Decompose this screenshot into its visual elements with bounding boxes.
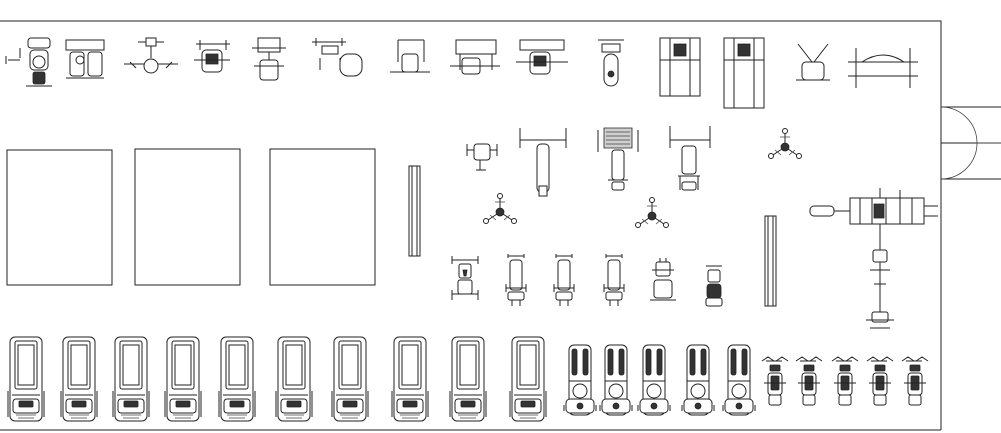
floor-mat-area (135, 149, 240, 285)
treadmill (449, 336, 487, 422)
kettlebell-tree (483, 193, 517, 224)
strength-machine-row (6, 38, 918, 108)
elliptical-trainer (599, 344, 633, 416)
power-rack (724, 38, 764, 108)
entrance-double-door (941, 107, 1001, 179)
treadmill (509, 336, 547, 422)
bike-row (761, 356, 929, 406)
shoulder-press-machine (312, 38, 362, 76)
cable-crossover-machine (450, 40, 500, 74)
dumbbell-rack (765, 216, 776, 306)
elliptical-trainer (722, 344, 756, 416)
elliptical-trainer (563, 344, 597, 416)
treadmill-row (7, 336, 547, 422)
elliptical-trainer (681, 344, 715, 416)
chest-press-machine (66, 40, 104, 78)
kettlebell-tree (768, 128, 802, 159)
multi-station-cable-machine (810, 188, 938, 328)
seated-row-machine (252, 38, 286, 80)
upright-bike (831, 356, 859, 406)
flat-bench (553, 253, 575, 307)
weight-bench (452, 256, 478, 300)
leg-extension-machine (516, 40, 568, 74)
kettlebell-tree (635, 197, 669, 228)
treadmill (60, 336, 98, 422)
elliptical-row (563, 344, 756, 416)
glute-machine (598, 40, 624, 86)
preacher-bench (520, 128, 566, 196)
pec-fly-machine (390, 40, 430, 72)
treadmill (164, 336, 202, 422)
upright-bike (866, 356, 894, 406)
treadmill (391, 336, 429, 422)
adjustable-bench (467, 144, 497, 170)
room-walls (0, 21, 941, 430)
treadmill (218, 336, 256, 422)
treadmill (275, 336, 313, 422)
upright-bike (795, 356, 823, 406)
seated-bench (706, 266, 722, 306)
dip-station (796, 44, 830, 80)
flat-bench (603, 253, 625, 307)
dumbbell-rack (409, 166, 420, 256)
chest-press-bench (598, 128, 638, 190)
seated-bench (650, 258, 676, 300)
smith-machine (660, 38, 700, 96)
floor-mat-area (270, 149, 375, 285)
upright-bike (761, 356, 789, 406)
floor-mat-area (7, 150, 112, 285)
lat-pulldown-machine (194, 40, 230, 72)
flat-bench (505, 253, 527, 307)
bench-row (452, 253, 722, 307)
leg-press-machine (6, 38, 52, 86)
treadmill (7, 336, 45, 422)
treadmill (112, 336, 150, 422)
incline-bench-rack (670, 126, 710, 190)
pull-up-station (848, 48, 918, 88)
upright-bike (901, 356, 929, 406)
treadmill (331, 336, 369, 422)
abdominal-machine (124, 38, 178, 73)
elliptical-trainer (637, 344, 671, 416)
